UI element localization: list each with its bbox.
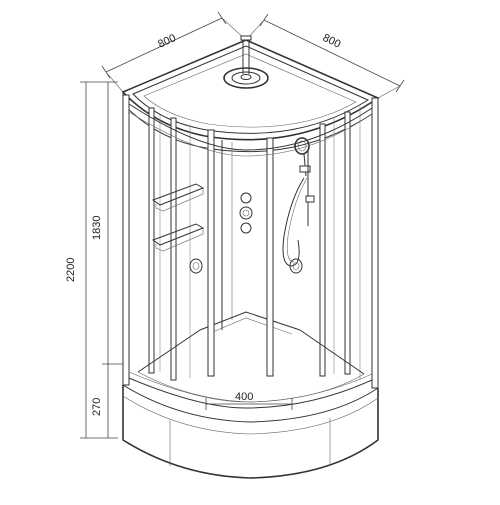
dim-line-width-right — [263, 19, 401, 87]
tray-floor-front — [137, 371, 365, 403]
tray-left-inner — [137, 329, 201, 373]
right-side-panel — [266, 97, 379, 389]
bottom-rail — [128, 377, 373, 409]
left-wall-knob-inner — [192, 262, 200, 270]
dimension-cabin-height: 1830 — [91, 82, 128, 365]
hand-shower-face — [297, 140, 307, 152]
tray-depth-label: 400 — [235, 391, 253, 403]
lower-shelf — [151, 223, 205, 246]
roof-outline — [121, 39, 380, 141]
right-post-2 — [319, 123, 326, 377]
front-doors — [128, 103, 373, 409]
dimension-total-height: 2200 — [65, 81, 118, 439]
right-post-1 — [266, 137, 274, 377]
overhead-shower-outer — [223, 67, 269, 89]
left-post-4 — [207, 129, 215, 377]
shower-tray: 400 — [122, 329, 379, 479]
top-rail-inner — [128, 111, 373, 157]
tray-back-inner — [207, 317, 293, 335]
overhead-shower-center — [240, 74, 252, 80]
roof-inner-rim — [132, 45, 370, 134]
back-walls — [199, 140, 301, 335]
left-wall-knob — [189, 258, 203, 274]
tray-back-corner — [199, 311, 301, 331]
total-height-label: 2200 — [65, 258, 77, 282]
top-rail — [128, 103, 373, 151]
massage-jet-bottom — [240, 222, 252, 234]
roof — [121, 35, 380, 153]
tray-top-edge — [122, 384, 379, 423]
left-post-3 — [170, 117, 177, 381]
massage-jet-top — [240, 192, 252, 204]
dimension-tray-height: 270 — [91, 364, 109, 438]
cabin-height-label: 1830 — [91, 216, 103, 240]
right-front-post — [371, 97, 379, 389]
roof-panel — [143, 53, 357, 128]
ext-line-right-b — [377, 85, 401, 99]
mixer-knob — [239, 206, 253, 220]
hand-shower-handle — [303, 153, 307, 177]
mixer-knob-inner — [242, 209, 250, 217]
roof-front-edge — [122, 92, 379, 153]
right-wall-knob — [289, 258, 303, 274]
upper-shelf-edge — [155, 188, 204, 212]
shower-hose — [282, 177, 305, 267]
back-wall-controls — [239, 192, 253, 234]
dim-line-width-left — [105, 17, 223, 73]
hand-shower-holder — [299, 165, 311, 173]
left-side-panel — [122, 94, 215, 386]
overhead-shower-head — [231, 71, 261, 85]
width-right-label: 800 — [321, 32, 343, 51]
right-post-3 — [344, 111, 351, 375]
upper-shelf — [151, 183, 205, 206]
tray-front-apron — [122, 385, 379, 479]
overhead-pipe-cap — [240, 35, 252, 41]
width-left-label: 800 — [156, 32, 178, 51]
left-front-post — [122, 94, 130, 386]
tray-right-inner — [299, 329, 365, 375]
tray-apron-line — [122, 395, 379, 435]
slide-bar-bracket — [305, 195, 315, 203]
shower-hose-inner — [286, 177, 308, 263]
right-wall-knob-inner — [292, 262, 300, 270]
lower-shelf-edge — [155, 228, 204, 252]
hand-shower-head — [294, 137, 310, 155]
tray-height-label: 270 — [91, 398, 103, 416]
